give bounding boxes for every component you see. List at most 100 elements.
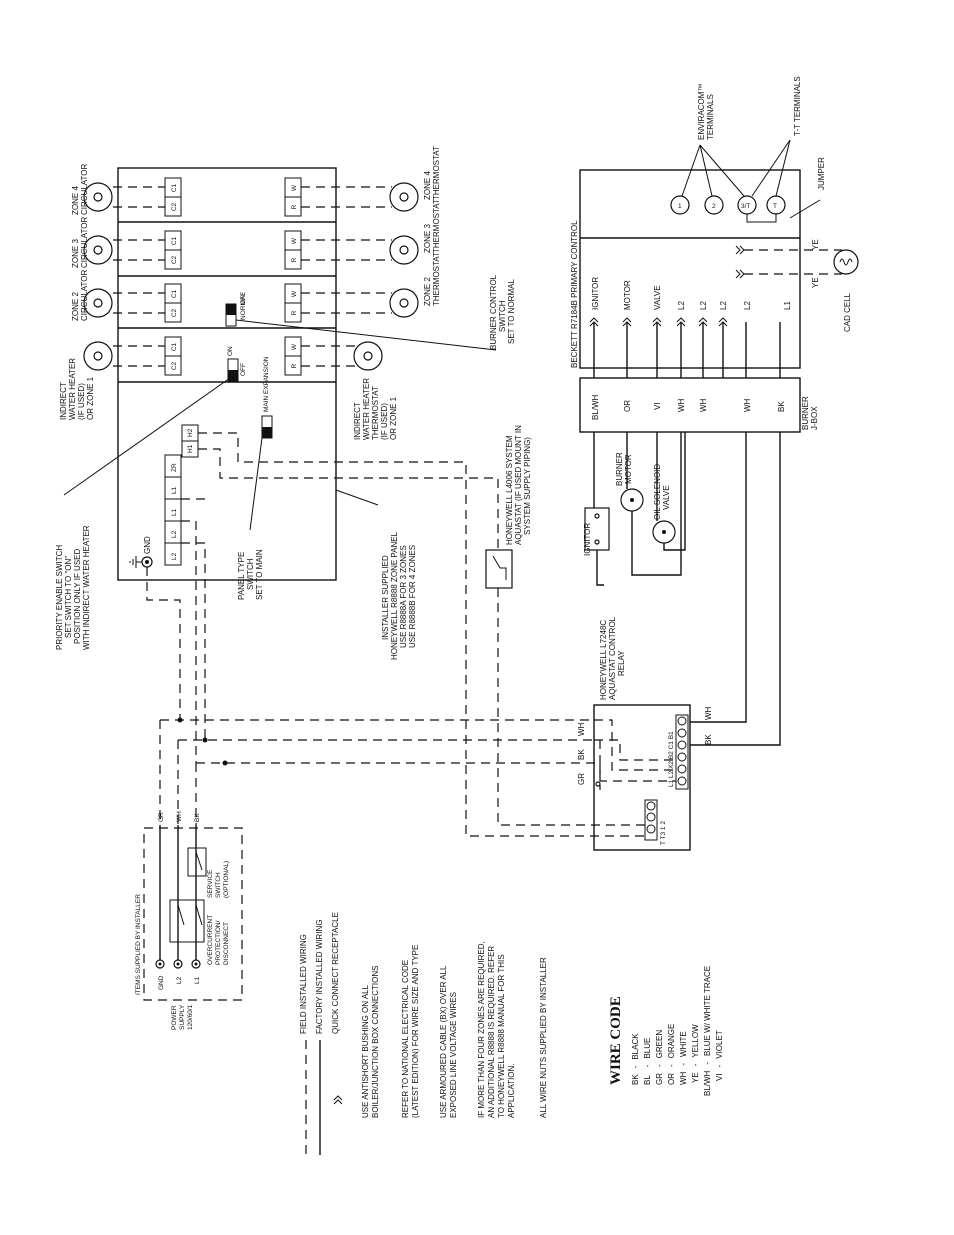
- wire-code-ye: YE-YELLOW: [691, 1024, 700, 1083]
- switch-off-label: OFF: [240, 292, 247, 305]
- terminal-c2: C2: [171, 255, 178, 264]
- terminal-w: W: [291, 237, 298, 244]
- zone2-thermostat-label: ZONE 2THERMOSTAT: [423, 252, 441, 306]
- service-switch-icon: [187, 847, 207, 877]
- supply-bk-label: BK: [194, 813, 201, 822]
- legend: FIELD INSTALLED WIRING FACTORY INSTALLED…: [299, 912, 343, 1155]
- note-5: ALL WIRE NUTS SUPPLIED BY INSTALLER: [539, 957, 548, 1118]
- zone-panel: C1 C2 R W C1 C2 R W C1 C2 R W C1 C2 R W: [83, 167, 419, 581]
- note-1: USE ANTISHORT BUSHING ON ALLBOILER/JUNCT…: [361, 966, 380, 1118]
- beckett-terminal-motor: MOTOR: [623, 280, 632, 310]
- terminal-h1: H1: [187, 444, 194, 453]
- enviracom-1-icon: [670, 195, 690, 215]
- beckett-title: BECKETT R7184B PRIMARY CONTROL: [570, 220, 579, 368]
- wire-code: WIRE CODE BK-BLACK BL-BLUE GR-GREEN OR-O…: [608, 966, 724, 1096]
- l7248c-bottom-terminals: T T3 1 2: [660, 821, 667, 845]
- cad-ye-top: YE: [811, 239, 820, 250]
- wire-code-or: OR-ORANGE: [667, 1024, 676, 1085]
- beckett-box: [579, 169, 801, 369]
- terminal-c1: C1: [171, 183, 178, 192]
- field-wiring: [146, 432, 676, 837]
- switch-off-label-2: OFF: [240, 363, 247, 376]
- terminal-w: W: [291, 184, 298, 191]
- beckett-primary-control: BECKETT R7184B PRIMARY CONTROL 1 2 3/T T…: [570, 76, 859, 369]
- installer-items: ITEMS SUPPLIED BY INSTALLER GR WH BK GND…: [135, 811, 243, 1030]
- priority-enable-switch[interactable]: ON OFF: [227, 346, 247, 382]
- terminal-r: R: [291, 363, 298, 368]
- beckett-terminal-l2: L2: [743, 301, 752, 310]
- burner-control-note: BURNER CONTROLSWITCHSET TO NORMAL: [489, 274, 516, 350]
- notes: USE ANTISHORT BUSHING ON ALLBOILER/JUNCT…: [361, 941, 548, 1118]
- zone1-thermostat-icon: [353, 341, 383, 371]
- legend-field: FIELD INSTALLED WIRING: [299, 934, 308, 1034]
- note-2: REFER TO NATIONAL ELECTRICAL CODE(LATEST…: [401, 945, 420, 1118]
- beckett-terminal-valve: VALVE: [653, 285, 662, 310]
- burner-control-switch[interactable]: NORMAL OFF: [225, 292, 247, 327]
- beckett-terminal-l2: L2: [719, 301, 728, 310]
- solenoid-label: OIL SOLENOIDVALVE: [653, 464, 671, 520]
- supply-wh-label: WH: [176, 811, 183, 822]
- wire-code-bl: BL-BLUE: [643, 1038, 652, 1085]
- terminal-h2: H2: [187, 428, 194, 437]
- jumper-label: JUMPER: [817, 157, 826, 190]
- overcurrent-label: OVERCURRENTPROTECTION/DISCONNECT: [207, 915, 230, 965]
- lower-terminal-strip: [164, 454, 182, 566]
- zone4-thermostat-label: ZONE 4THERMOSTAT: [423, 146, 441, 200]
- supply-l1-label: L1: [194, 976, 201, 984]
- zone1-thermostat-label: INDIRECTWATER HEATERTHERMOSTAT(IF USED)O…: [353, 378, 398, 440]
- zone3-thermostat-icon: [389, 235, 419, 265]
- terminal-c1: C1: [171, 342, 178, 351]
- cad-ye-bottom: YE: [811, 277, 820, 288]
- quick-connect-icon: [735, 269, 745, 279]
- jbox-title: BURNERJ-BOX: [801, 396, 819, 430]
- terminal-l1: L1: [171, 508, 178, 516]
- circle-2: 2: [712, 203, 716, 210]
- terminal-c1: C1: [171, 289, 178, 298]
- enviracom-label: ENVIRACOM™TERMINALS: [697, 84, 715, 140]
- jbox-wire-wh: WH: [677, 398, 686, 412]
- switch-normal-label: NORMAL: [240, 292, 247, 320]
- wire-code-gr: GR-GREEN: [655, 1030, 664, 1085]
- panel-gnd-label: GND: [143, 536, 152, 554]
- zone3-circulator-label: ZONE 3CIRCULATOR: [71, 217, 89, 268]
- l4006-icon: [485, 549, 513, 589]
- terminal-c1: C1: [171, 236, 178, 245]
- main-expansion-label: MAIN EXPANSION: [263, 356, 270, 412]
- wire-code-wh: WH-WHITE: [679, 1031, 688, 1085]
- terminal-r: R: [291, 310, 298, 315]
- relay-wh-label: WH: [704, 706, 713, 720]
- terminal-c2: C2: [171, 308, 178, 317]
- zone-panel-box: [117, 167, 337, 581]
- enviracom-2-icon: [704, 195, 724, 215]
- power-supply-label: POWERSUPPLY120/60/1: [171, 1004, 194, 1030]
- jbox-box: [579, 377, 801, 433]
- circle-3t: 3/T: [741, 203, 750, 210]
- l7248c-relay: HONEYWELL L7248CAQUASTAT CONTROLRELAY L1…: [577, 616, 713, 851]
- jbox-wire-bk: BK: [777, 401, 786, 412]
- zone2-thermostat-icon: [389, 288, 419, 318]
- installer-panel-note: INSTALLER SUPPLIEDHONEYWELL R8888 ZONE P…: [381, 531, 417, 660]
- l7248c-label: HONEYWELL L7248CAQUASTAT CONTROLRELAY: [599, 616, 626, 700]
- burner-jbox: BL/WH OR VI WH WH WH BK BURNERJ-BOX: [579, 377, 819, 433]
- zone2-circulator-label: ZONE 2CIRCULATOR: [71, 270, 89, 321]
- circle-t: T: [773, 203, 777, 210]
- zone3-thermostat-label: ZONE 3THERMOSTAT: [423, 199, 441, 253]
- beckett-terminal-l2: L2: [677, 301, 686, 310]
- wire-code-blwh: BL/WH-BLUE W/ WHITE TRACE: [703, 966, 712, 1096]
- terminal-l2: L2: [171, 530, 178, 538]
- switch-on-label: ON: [227, 346, 234, 356]
- l4006-label: HONEYWELL L4006 SYSTEMAQUASTAT (IF USED …: [505, 425, 532, 545]
- relay-bk-in: BK: [577, 749, 586, 760]
- burner-motor-label: BURNERMOTOR: [615, 452, 633, 486]
- wire-code-vi: VI-VIOLET: [715, 1030, 724, 1081]
- quick-connect-icon: [735, 245, 745, 255]
- panel-type-switch[interactable]: MAIN EXPANSION: [261, 356, 273, 439]
- terminal-r: R: [291, 257, 298, 262]
- relay-gr-in: GR: [577, 773, 586, 785]
- zone4-circulator-label: ZONE 4CIRCULATOR: [71, 164, 89, 215]
- note-3: USE ARMOURED CABLE (BX) OVER ALLEXPOSED …: [439, 965, 458, 1118]
- beckett-terminal-l2: L2: [699, 301, 708, 310]
- relay-wh-in: WH: [577, 722, 586, 736]
